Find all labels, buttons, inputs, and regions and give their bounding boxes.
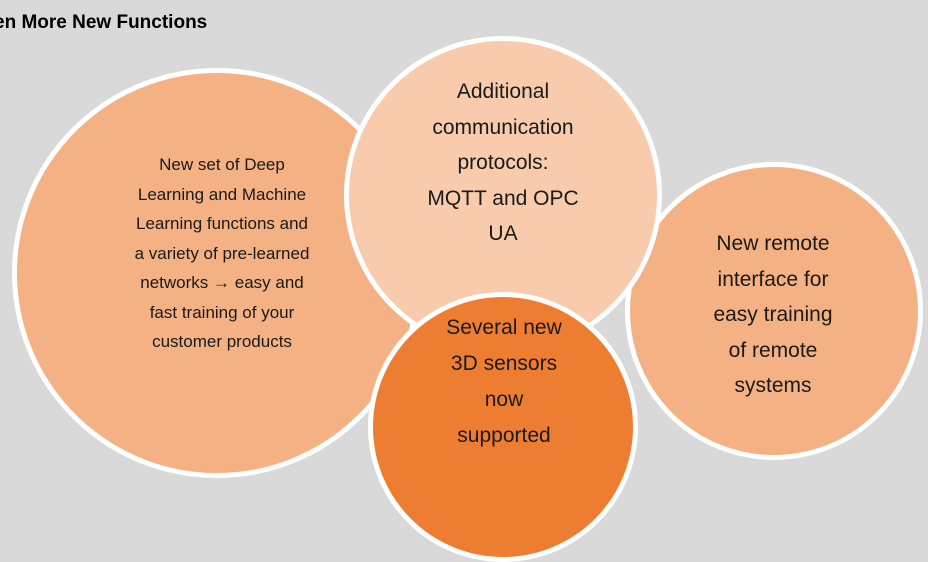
bubble-remote-interface — [625, 162, 923, 460]
bubble-text-line: communication — [432, 115, 574, 139]
bubble-text-line: a variety of pre-learned — [134, 243, 310, 263]
bubble-text-line: MQTT and OPC — [427, 186, 579, 210]
bubble-text-line: New set of Deep — [159, 155, 285, 174]
bubble-remote-interface-text: New remote interface for easy training o… — [678, 226, 868, 404]
bubble-text-line: Learning and Machine — [137, 184, 307, 204]
bubble-text-line: Several new — [446, 316, 562, 339]
bubble-text-line: fast training of your — [149, 302, 295, 322]
bubble-deep-learning-text: New set of Deep Learning and Machine Lea… — [90, 150, 354, 357]
bubble-text-line: Learning functions and — [135, 214, 309, 233]
bubble-text-line: New remote — [716, 232, 830, 255]
bubble-text-line: easy training — [713, 303, 833, 326]
bubble-3d-sensors — [368, 292, 638, 562]
bubble-text-line: interface for — [717, 267, 829, 291]
bubble-text-line: networks → easy and — [140, 273, 304, 292]
bubble-text-line: systems — [734, 374, 812, 397]
diagram-title: en More New Functions — [0, 12, 208, 33]
bubble-text-line: customer products — [152, 332, 292, 351]
bubble-communication-protocols-text: Additional communication protocols: MQTT… — [400, 74, 606, 252]
bubble-text-line: protocols: — [457, 151, 549, 174]
bubble-text-line: of remote — [728, 338, 818, 362]
bubble-text-line: UA — [488, 222, 518, 245]
bubble-text-line: Additional — [456, 80, 550, 103]
bubble-text-line: supported — [457, 424, 551, 447]
bubble-deep-learning — [12, 68, 422, 478]
bubble-3d-sensors-text: Several new 3D sensors now supported — [408, 310, 600, 454]
bubble-text-line: 3D sensors — [450, 352, 558, 375]
bubble-text-line: now — [484, 388, 524, 411]
